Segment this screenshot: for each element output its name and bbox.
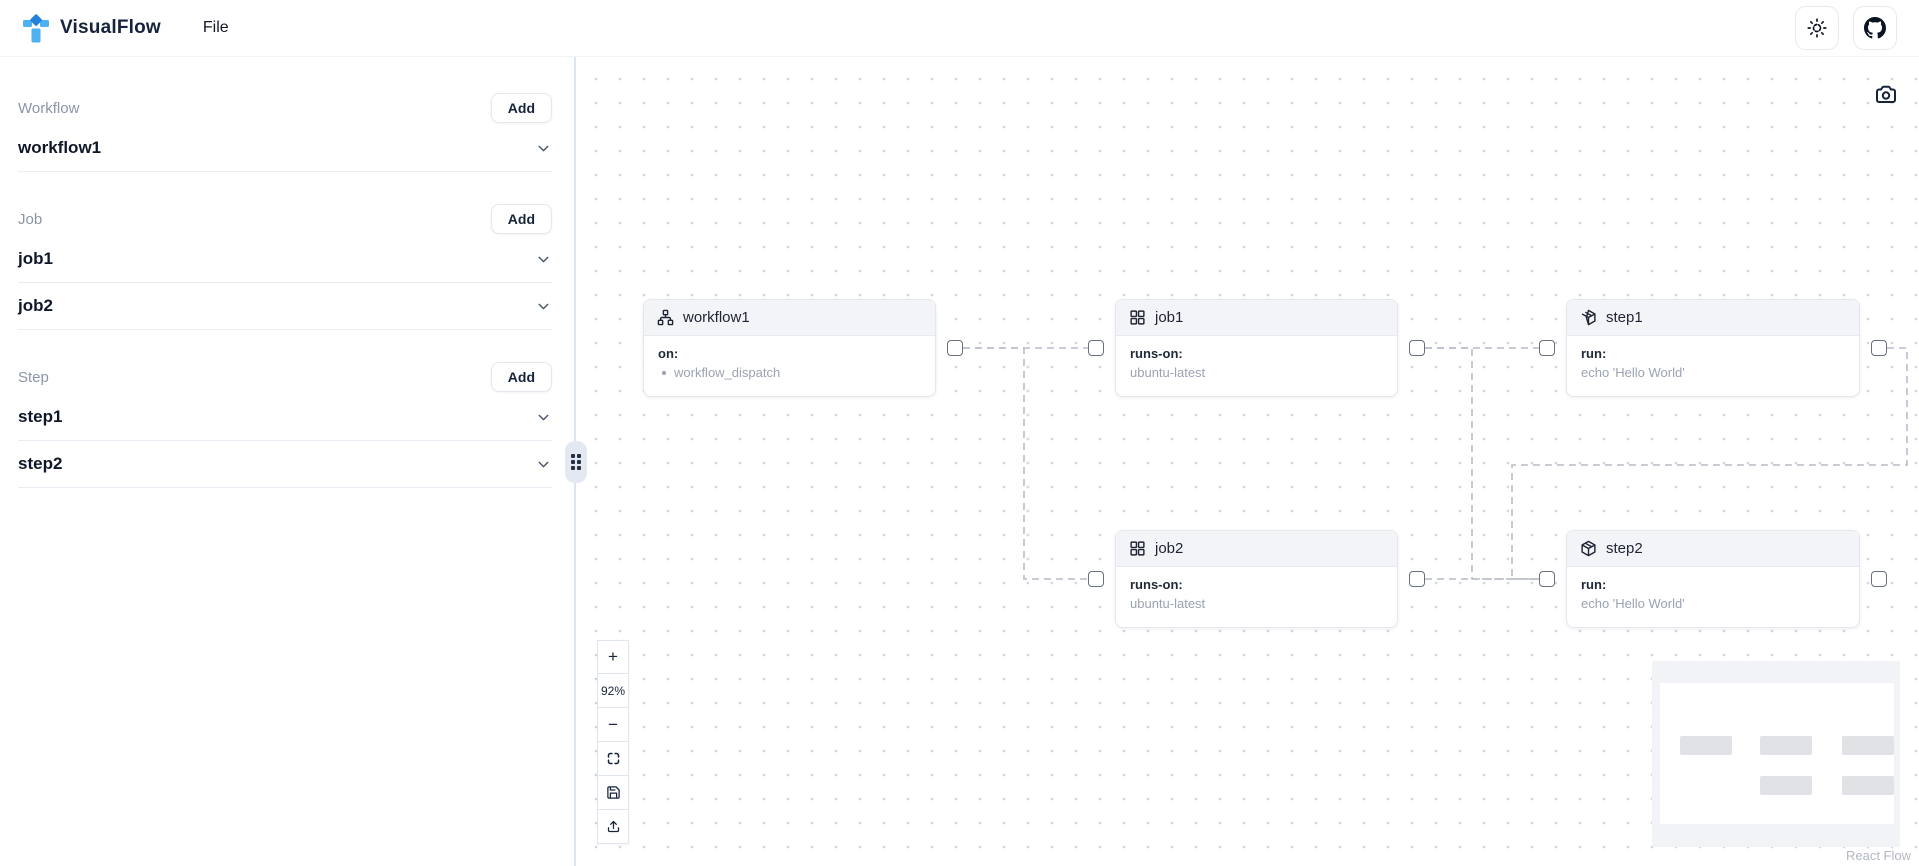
workflow-section-label: Workflow xyxy=(18,99,80,117)
app-title: VisualFlow xyxy=(60,17,161,38)
chevron-down-icon xyxy=(535,409,552,426)
screenshot-button[interactable] xyxy=(1866,75,1906,115)
sidebar-item-workflow1[interactable]: workflow1 xyxy=(18,125,552,172)
grid-icon xyxy=(1129,540,1146,557)
add-step-button[interactable]: Add xyxy=(490,362,552,392)
handle-job1-source[interactable] xyxy=(1409,340,1425,356)
handle-step2-target[interactable] xyxy=(1539,571,1555,587)
minimap-node-job1 xyxy=(1760,736,1812,755)
handle-workflow1-source[interactable] xyxy=(947,340,963,356)
add-workflow-button[interactable]: Add xyxy=(490,93,552,123)
node-job2[interactable]: job2 runs-on: ubuntu-latest xyxy=(1115,530,1398,628)
handle-job2-source[interactable] xyxy=(1409,571,1425,587)
job-section-label: Job xyxy=(18,210,43,228)
sidebar-item-job1[interactable]: job1 xyxy=(18,236,552,283)
fit-view-button[interactable] xyxy=(597,742,629,776)
react-flow-attribution[interactable]: React Flow xyxy=(1845,848,1911,863)
sun-icon xyxy=(1807,18,1827,38)
handle-step1-source[interactable] xyxy=(1871,340,1887,356)
minimap-node-workflow1 xyxy=(1680,736,1732,755)
zoom-level-indicator: 92% xyxy=(597,674,629,708)
node-title: job1 xyxy=(1155,309,1184,326)
zoom-out-button[interactable]: − xyxy=(597,708,629,742)
node-field-label: run: xyxy=(1581,577,1607,592)
sidebar-resize-handle[interactable] xyxy=(565,441,587,483)
brand: VisualFlow xyxy=(22,13,161,43)
edge-step1-step2[interactable] xyxy=(1511,347,1908,580)
chevron-down-icon xyxy=(535,140,552,157)
chevron-down-icon xyxy=(535,456,552,473)
sidebar: Workflow Add workflow1 Job Add job1 job2… xyxy=(0,57,576,866)
handle-job2-target[interactable] xyxy=(1088,571,1104,587)
upload-icon xyxy=(606,819,621,834)
navbar: VisualFlow File xyxy=(0,0,1919,57)
grid-icon xyxy=(1129,309,1146,326)
zoom-in-button[interactable]: + xyxy=(597,640,629,674)
add-job-button[interactable]: Add xyxy=(490,204,552,234)
save-icon xyxy=(606,785,621,800)
save-button[interactable] xyxy=(597,776,629,810)
node-field-label: runs-on: xyxy=(1130,577,1183,592)
node-field-value: ubuntu-latest xyxy=(1130,596,1206,611)
node-title: job2 xyxy=(1155,540,1184,557)
node-field-value: echo 'Hello World' xyxy=(1581,596,1685,611)
edge-layer xyxy=(963,347,1908,580)
bullet-icon xyxy=(662,370,666,375)
node-job1[interactable]: job1 runs-on: ubuntu-latest xyxy=(1115,299,1398,397)
node-field-value: ubuntu-latest xyxy=(1130,365,1206,380)
handle-job1-target[interactable] xyxy=(1088,340,1104,356)
github-icon xyxy=(1864,17,1886,39)
handle-step1-target[interactable] xyxy=(1539,340,1555,356)
chevron-down-icon xyxy=(535,298,552,315)
flow-canvas[interactable]: workflow1 on: workflow_dispatch job1 run… xyxy=(578,57,1919,866)
fit-view-icon xyxy=(606,751,621,766)
export-button[interactable] xyxy=(597,810,629,844)
step-section-label: Step xyxy=(18,368,49,386)
chevron-down-icon xyxy=(535,251,552,268)
minimap-node-job2 xyxy=(1760,776,1812,795)
handle-step2-source[interactable] xyxy=(1871,571,1887,587)
visualflow-logo-icon xyxy=(22,13,50,43)
file-menu[interactable]: File xyxy=(202,19,229,36)
sidebar-item-job2[interactable]: job2 xyxy=(18,283,552,330)
sidebar-item-step1[interactable]: step1 xyxy=(18,394,552,441)
node-field-value: echo 'Hello World' xyxy=(1581,365,1685,380)
github-link-button[interactable] xyxy=(1853,6,1897,50)
theme-toggle-button[interactable] xyxy=(1795,6,1839,50)
node-title: workflow1 xyxy=(683,309,750,326)
workflow-icon xyxy=(657,309,674,326)
minimap-node-step1 xyxy=(1842,736,1894,755)
edge-job1-step2[interactable] xyxy=(1425,347,1539,580)
node-step2[interactable]: step2 run: echo 'Hello World' xyxy=(1566,530,1860,628)
node-field-label: runs-on: xyxy=(1130,346,1183,361)
edge-workflow1-job2[interactable] xyxy=(963,347,1088,580)
node-workflow1[interactable]: workflow1 on: workflow_dispatch xyxy=(643,299,936,397)
minimap[interactable] xyxy=(1652,661,1900,847)
package-icon xyxy=(1580,540,1597,557)
sidebar-item-step2[interactable]: step2 xyxy=(18,441,552,488)
camera-icon xyxy=(1874,83,1898,107)
node-title: step2 xyxy=(1606,540,1643,557)
node-field-label: run: xyxy=(1581,346,1607,361)
node-field-label: on: xyxy=(658,346,679,361)
node-field-value: workflow_dispatch xyxy=(674,365,781,380)
node-title: step1 xyxy=(1606,309,1643,326)
node-step1[interactable]: step1 run: echo 'Hello World' xyxy=(1566,299,1860,397)
minimap-node-step2 xyxy=(1842,776,1894,795)
grip-dots-icon xyxy=(571,454,581,470)
package-icon xyxy=(1580,309,1597,326)
flow-controls: + 92% − xyxy=(597,640,629,844)
